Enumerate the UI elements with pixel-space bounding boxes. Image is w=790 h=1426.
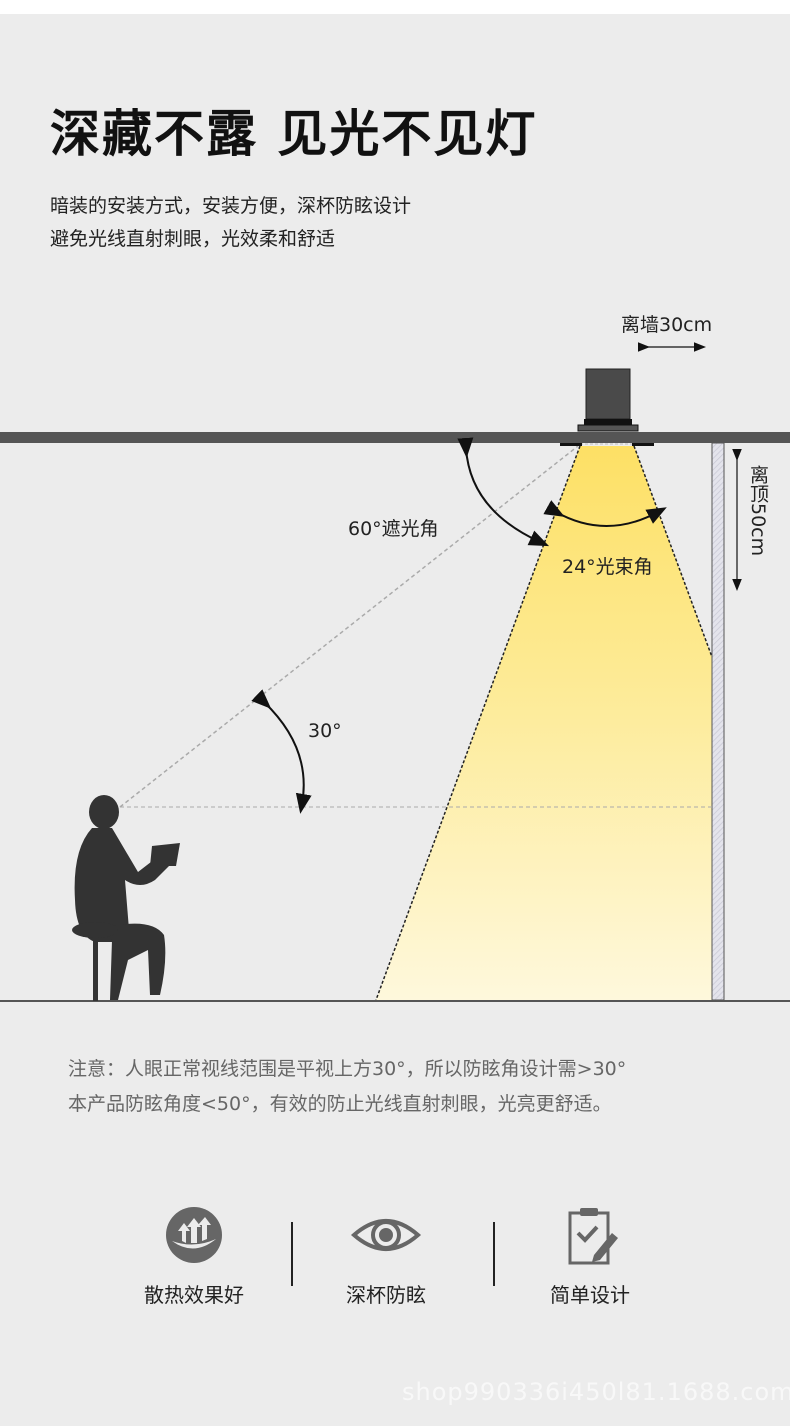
- feature-anti-glare: 深杯防眩: [286, 1205, 486, 1308]
- floor: [0, 1000, 790, 1002]
- shading-angle-label: 60°遮光角: [348, 518, 439, 540]
- subtitle-line-1: 暗装的安装方式，安装方便，深杯防眩设计: [50, 195, 412, 217]
- wall-distance-label: 离墙30cm: [621, 314, 713, 336]
- divider: [291, 1222, 293, 1286]
- page-title: 深藏不露 见光不见灯: [50, 105, 538, 163]
- eye-icon: [350, 1219, 422, 1251]
- wall: [711, 442, 725, 1001]
- heat-dissipation-icon: [166, 1207, 222, 1263]
- divider: [493, 1222, 495, 1286]
- note-line-2: 本产品防眩角度<50°，有效的防止光线直射刺眼，光亮更舒适。: [68, 1093, 612, 1115]
- light-beam: [376, 446, 712, 1000]
- ceiling: [0, 432, 790, 443]
- feature-label-design: 简单设计: [550, 1283, 630, 1307]
- feature-heat-dissipation: 散热效果好: [94, 1205, 294, 1308]
- seated-person-icon: [72, 795, 180, 1001]
- clipboard-pencil-icon: [568, 1208, 618, 1265]
- feature-label-heat: 散热效果好: [144, 1283, 244, 1307]
- note-line-1: 注意：人眼正常视线范围是平视上方30°，所以防眩角设计需>30°: [68, 1058, 627, 1080]
- feature-simple-design: 简单设计: [490, 1205, 690, 1308]
- beam-angle-label: 24°光束角: [562, 556, 653, 578]
- watermark: shop990336i450l81.1688.com: [402, 1378, 790, 1406]
- lighting-diagram: [0, 342, 790, 1002]
- feature-label-eye: 深杯防眩: [346, 1283, 426, 1307]
- subtitle-line-2: 避免光线直射刺眼，光效柔和舒适: [50, 228, 336, 250]
- sight-angle-label: 30°: [308, 720, 342, 742]
- ceiling-distance-label: 离顶50cm: [747, 465, 769, 557]
- lamp-body: [585, 368, 631, 420]
